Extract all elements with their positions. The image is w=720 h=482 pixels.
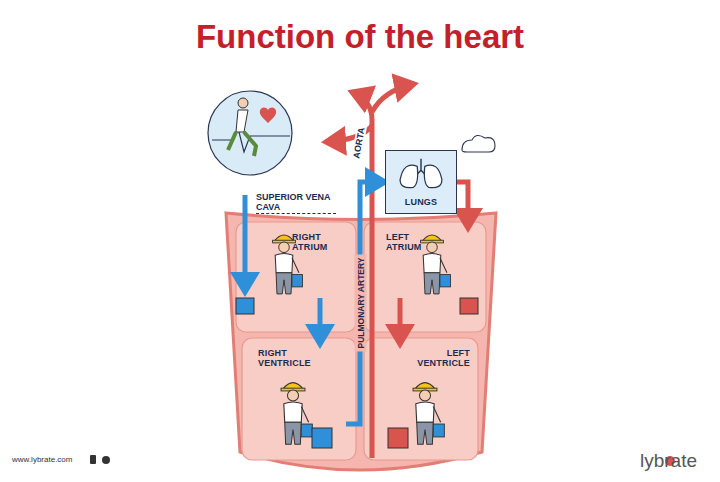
blood-flow-arrow [346,182,385,424]
chamber-panel: LEFT ATRIUM [380,228,476,298]
edge-label: PULMONARY ARTERY [354,255,366,352]
chamber-label: RIGHT ATRIUM [292,232,342,253]
vessel-label: AORTA [349,116,368,171]
chamber-label: LEFT ATRIUM [386,232,444,253]
blood-flow-arrow [398,298,403,344]
title: Function of the heart [0,18,720,56]
chamber-label: RIGHT VENTRICLE [258,348,316,369]
chamber-panel: RIGHT ATRIUM [252,228,346,298]
vessel-label: SUPERIOR VENA CAVA [256,192,336,214]
blood-flow-arrow [457,182,468,228]
website-text: www.lybrate.com [12,455,72,464]
lungs-box: LUNGS [385,150,457,214]
lungs-icon [392,155,450,193]
chamber-panel: LEFT VENTRICLE [380,344,476,454]
logo-text: lybrate [640,450,697,472]
chamber-label: LEFT VENTRICLE [412,348,470,369]
chamber-panel: RIGHT VENTRICLE [250,344,346,454]
blood-flow-arrow [318,298,323,344]
chamber-label: LUNGS [386,197,456,207]
